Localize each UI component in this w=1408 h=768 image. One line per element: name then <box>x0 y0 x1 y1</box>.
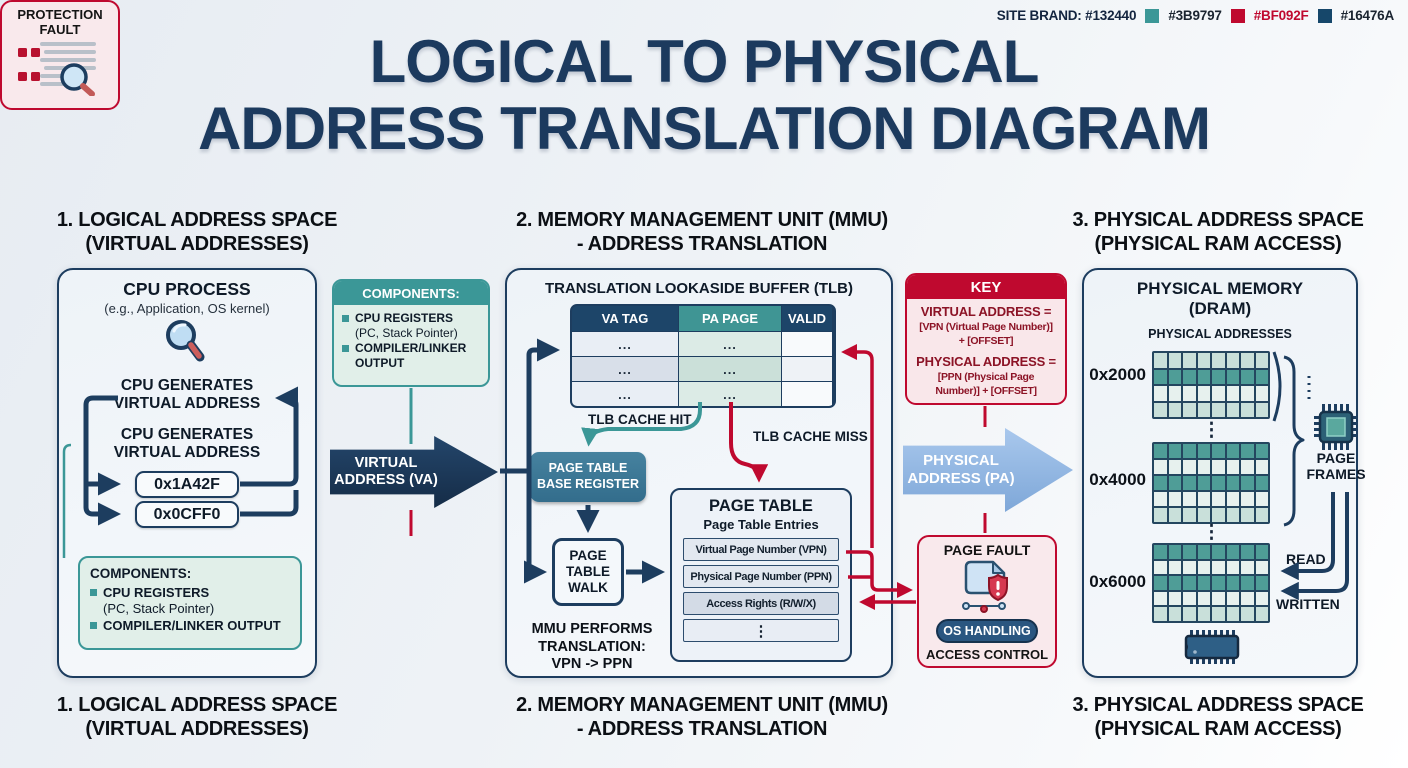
page-table-entry-access-rights: Access Rights (R/W/X) <box>683 592 839 615</box>
page-title: LOGICAL TO PHYSICAL ADDRESS TRANSLATION … <box>0 28 1408 162</box>
os-handling-badge: OS HANDLING <box>936 619 1038 643</box>
magnifier-icon <box>162 317 208 370</box>
red-hex-label: #BF092F <box>1253 8 1309 23</box>
page-title-line2: ADDRESS TRANSLATION DIAGRAM <box>198 95 1211 163</box>
written-label: WRITTEN <box>1276 596 1340 612</box>
virtual-address-value-1: 0x1A42F <box>135 471 239 498</box>
read-label: READ <box>1286 551 1326 567</box>
heading-physical-address-space: 3. PHYSICAL ADDRESS SPACE (PHYSICAL RAM … <box>1072 209 1364 255</box>
page-table-box: PAGE TABLE Page Table Entries Virtual Pa… <box>670 488 852 662</box>
ellipsis-dots: ⋮ <box>1202 522 1221 543</box>
red-color-swatch <box>1230 8 1245 23</box>
cpu-process-title: CPU PROCESS <box>123 279 251 299</box>
ram-chip-icon <box>1183 630 1241 669</box>
tlb-cell: ... <box>679 357 781 381</box>
bullet-icon <box>342 345 349 353</box>
components-box-header: COMPONENTS: <box>334 281 488 305</box>
component-compiler-linker: COMPILER/LINKER OUTPUT <box>342 341 480 370</box>
address-label-0x2000: 0x2000 <box>1089 365 1146 384</box>
page-fault-box: PAGE FAULT OS HANDLING ACCESS CONTROL <box>917 535 1057 668</box>
page-table-entry-ellipsis: ⋮ <box>683 619 839 642</box>
teal-hex-label: #3B9797 <box>1168 8 1222 23</box>
tlb-cache-miss-label: TLB CACHE MISS <box>753 429 868 444</box>
cpu-generates-label-1: CPU GENERATES VIRTUAL ADDRESS <box>113 377 261 412</box>
tlb-cell <box>782 357 832 381</box>
cpu-generates-label-2: CPU GENERATES VIRTUAL ADDRESS <box>113 426 261 461</box>
cpu-process-subtitle: (e.g., Application, OS kernel) <box>104 301 270 316</box>
physical-address-arrow-label: PHYSICAL ADDRESS (PA) <box>907 452 1015 487</box>
mmu-translation-note: MMU PERFORMS TRANSLATION: VPN -> PPN <box>531 621 653 673</box>
components-box: COMPONENTS: CPU REGISTERS(PC, Stack Poin… <box>332 279 490 387</box>
memory-grid-0x4000 <box>1152 442 1270 524</box>
component-cpu-registers: CPU REGISTERS(PC, Stack Pointer) <box>342 311 480 340</box>
virtual-address-arrow-label: VIRTUAL ADDRESS (VA) <box>334 454 438 488</box>
key-box-header: KEY <box>907 275 1065 299</box>
physical-memory-title: PHYSICAL MEMORY (DRAM) <box>1136 279 1304 319</box>
page-table-subtitle: Page Table Entries <box>703 517 819 532</box>
page-table-title: PAGE TABLE <box>709 497 813 515</box>
bullet-icon <box>90 621 97 629</box>
key-box: KEY VIRTUAL ADDRESS = [VPN (Virtual Page… <box>905 273 1067 405</box>
bullet-icon <box>342 315 349 322</box>
tlb-cell <box>782 382 832 406</box>
cpu-chip-icon <box>1314 404 1358 455</box>
components-title: COMPONENTS: <box>90 566 192 581</box>
protection-fault-box: PROTECTION FAULT <box>0 0 120 110</box>
page-title-line1: LOGICAL TO PHYSICAL <box>369 28 1040 95</box>
tlb-table: VA TAG PA PAGE VALID ... ... ... ... ...… <box>570 304 836 408</box>
page-table-entry-ppn: Physical Page Number (PPN) <box>683 565 839 588</box>
protection-fault-label: PROTECTION FAULT <box>17 7 103 37</box>
footer-physical-address-space: 3. PHYSICAL ADDRESS SPACE (PHYSICAL RAM … <box>1072 694 1364 740</box>
page-frames-label: PAGE FRAMES <box>1306 450 1366 483</box>
tlb-cache-hit-label: TLB CACHE HIT <box>588 412 692 427</box>
tlb-cell <box>782 332 832 356</box>
component-cpu-registers: CPU REGISTERS(PC, Stack Pointer) <box>90 585 290 617</box>
tlb-cell: ... <box>572 332 678 356</box>
page-fault-title: PAGE FAULT <box>943 542 1031 558</box>
footer-mmu: 2. MEMORY MANAGEMENT UNIT (MMU) - ADDRES… <box>516 694 888 740</box>
page-fault-shield-icon <box>919 558 1055 619</box>
tlb-cell: ... <box>572 357 678 381</box>
tlb-cell: ... <box>572 382 678 406</box>
address-label-0x4000: 0x4000 <box>1089 470 1146 489</box>
page-table-entry-vpn: Virtual Page Number (VPN) <box>683 538 839 561</box>
virtual-address-value-2: 0x0CFF0 <box>135 501 239 528</box>
brand-legend: SITE BRAND: #132440 #3B9797 #BF092F #164… <box>997 8 1394 23</box>
tlb-header-va-tag: VA TAG <box>572 306 678 331</box>
address-label-0x6000: 0x6000 <box>1089 572 1146 591</box>
teal-color-swatch <box>1145 8 1160 23</box>
heading-logical-address-space: 1. LOGICAL ADDRESS SPACE (VIRTUAL ADDRES… <box>56 209 338 255</box>
component-compiler-linker: COMPILER/LINKER OUTPUT <box>90 618 290 634</box>
tlb-title: TRANSLATION LOOKASIDE BUFFER (TLB) <box>544 280 854 297</box>
blue-hex-label: #16476A <box>1340 8 1395 23</box>
heading-mmu: 2. MEMORY MANAGEMENT UNIT (MMU) - ADDRES… <box>516 209 888 255</box>
blue-color-swatch <box>1317 8 1332 23</box>
document-magnifier-icon <box>2 41 118 101</box>
footer-logical-address-space: 1. LOGICAL ADDRESS SPACE (VIRTUAL ADDRES… <box>56 694 338 740</box>
memory-grid-0x2000 <box>1152 351 1270 419</box>
tlb-cell: ... <box>679 332 781 356</box>
tlb-header-valid: VALID <box>782 306 832 331</box>
access-control-label: ACCESS CONTROL <box>925 647 1049 662</box>
physical-addresses-label: PHYSICAL ADDRESSES <box>1148 327 1292 341</box>
memory-grid-0x6000 <box>1152 543 1270 623</box>
ellipsis-dots: ⋮ <box>1202 420 1221 441</box>
tlb-header-pa-page: PA PAGE <box>679 306 781 331</box>
page-table-base-register-box: PAGE TABLE BASE REGISTER <box>530 452 646 502</box>
cpu-components-box: COMPONENTS: CPU REGISTERS(PC, Stack Poin… <box>78 556 302 650</box>
bullet-icon <box>90 589 97 596</box>
page-table-walk-box: PAGE TABLE WALK <box>552 538 624 606</box>
brand-label: SITE BRAND: #132440 <box>996 8 1137 23</box>
tlb-cell: ... <box>679 382 781 406</box>
